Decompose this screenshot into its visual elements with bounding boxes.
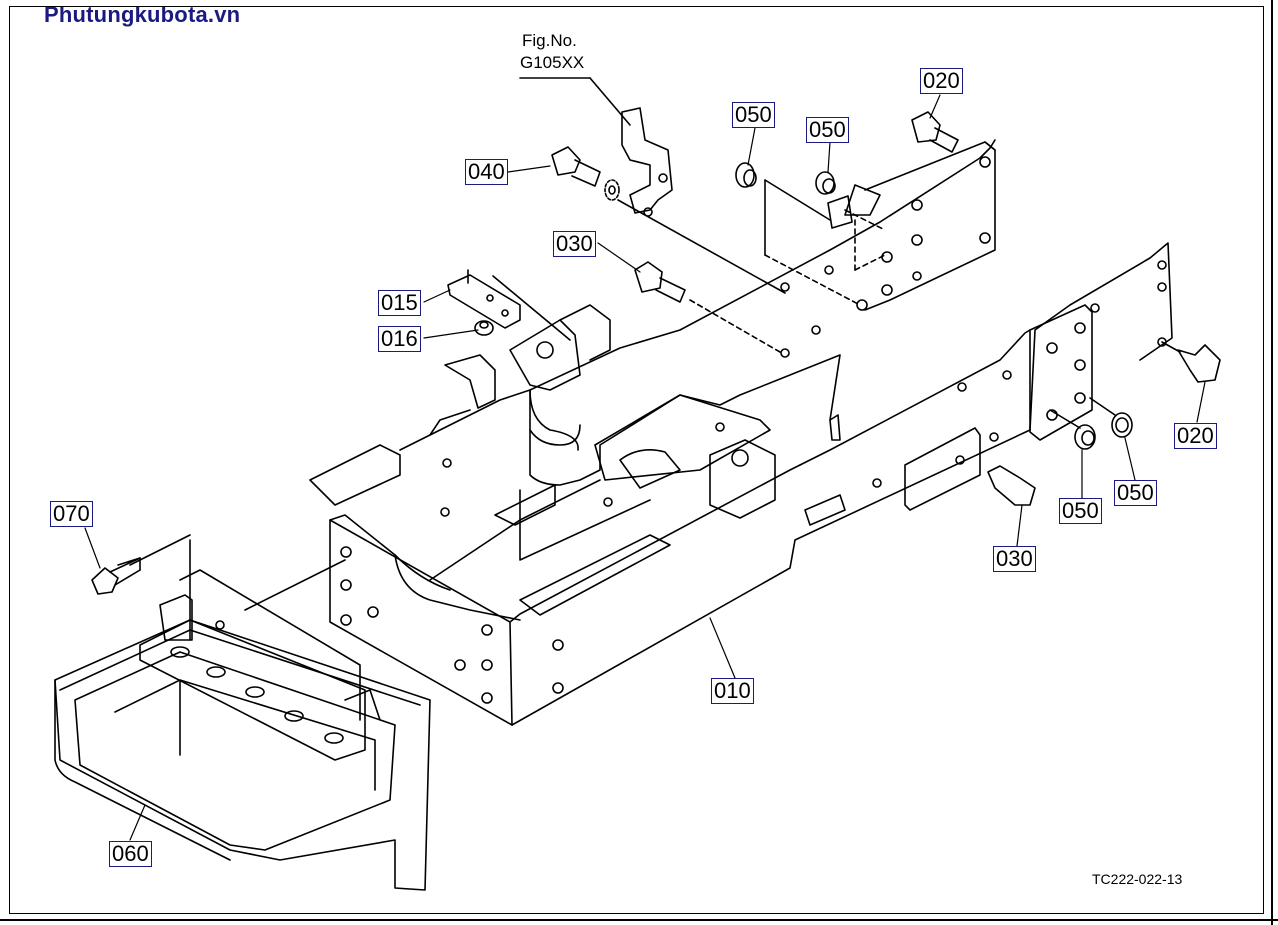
drawing-frame <box>9 6 1264 914</box>
bolt-030-lower <box>987 465 1036 506</box>
bolt-040 <box>551 146 786 294</box>
callout-050-d[interactable]: 050 <box>1114 480 1157 506</box>
callout-050-c[interactable]: 050 <box>1059 498 1102 524</box>
callout-030-upper[interactable]: 030 <box>553 231 596 257</box>
right-border <box>1271 0 1273 925</box>
bottom-border <box>0 919 1278 921</box>
bracket-015 <box>447 269 571 341</box>
front-weight-tray <box>54 534 431 891</box>
callout-050-a[interactable]: 050 <box>732 102 775 128</box>
fig-bracket <box>519 77 673 217</box>
main-frame-part <box>309 139 1173 726</box>
callout-010[interactable]: 010 <box>711 678 754 704</box>
bolt-030-upper <box>634 261 781 353</box>
callout-020-right[interactable]: 020 <box>1174 423 1217 449</box>
callout-050-b[interactable]: 050 <box>806 117 849 143</box>
callout-020-upper[interactable]: 020 <box>920 68 963 94</box>
callout-016[interactable]: 016 <box>378 326 421 352</box>
bolt-070 <box>91 557 141 595</box>
callout-040[interactable]: 040 <box>465 159 508 185</box>
bolt-020-right <box>1161 341 1221 383</box>
bolt-020-upper <box>911 111 959 153</box>
collar-050-upper <box>735 162 886 306</box>
callout-060[interactable]: 060 <box>109 841 152 867</box>
collar-050-right <box>1049 397 1133 450</box>
figure-ref-number[interactable]: G105XX <box>520 53 585 72</box>
drawing-number: TC222-022-13 <box>1092 871 1183 887</box>
leader-lines <box>84 94 1206 841</box>
nut-016 <box>474 320 494 336</box>
callout-015[interactable]: 015 <box>378 290 421 316</box>
figure-ref-label: Fig.No. <box>522 31 577 50</box>
callout-070[interactable]: 070 <box>50 501 93 527</box>
callout-030-lower[interactable]: 030 <box>993 546 1036 572</box>
